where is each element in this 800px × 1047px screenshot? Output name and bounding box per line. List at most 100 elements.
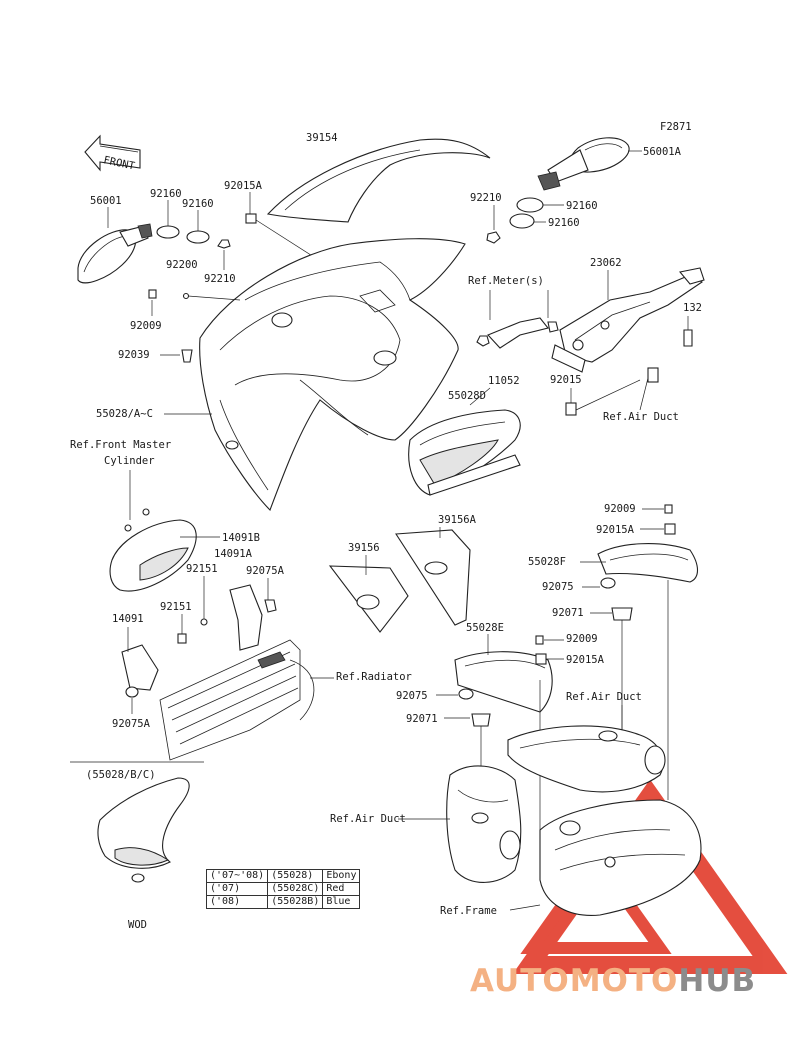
label-wod-group: (55028/B/C) [86, 769, 156, 781]
label-92071-r2: 92071 [406, 713, 438, 725]
legend-years: ('07) [205, 882, 269, 896]
label-14091A: 14091A [214, 548, 253, 560]
label-92160-r2: 92160 [548, 217, 580, 229]
label-56001A: 56001A [643, 146, 682, 158]
ref-frame: Ref.Frame [440, 905, 497, 917]
label-55028D: 55028D [448, 390, 486, 402]
legend-part: (55028) [267, 869, 324, 883]
legend-part: (55028C) [267, 882, 324, 896]
frame-outline [539, 799, 702, 916]
ref-air-duct-1: Ref.Air Duct [603, 411, 679, 423]
legend-row: ('07~'08) (55028) Ebony [205, 869, 361, 883]
label-92071-r1: 92071 [552, 607, 584, 619]
diagram-code: F2871 [660, 121, 692, 133]
watermark-logo: AUTOMOTOHUB [470, 963, 756, 999]
bolt-92039 [181, 349, 193, 363]
color-legend-table: ('07~'08) (55028) Ebony ('07) (55028C) R… [205, 869, 361, 909]
legend-color: Blue [322, 895, 361, 909]
label-92160-b: 92160 [182, 198, 214, 210]
upper-cowl-55028 [199, 238, 466, 511]
meter-nut [476, 335, 490, 347]
label-92160-a: 92160 [150, 188, 182, 200]
legend-color: Red [322, 882, 361, 896]
collar-92015A-r1 [664, 523, 676, 535]
label-39156: 39156 [348, 542, 380, 554]
inner-cover-14091 [121, 644, 159, 691]
label-56001: 56001 [90, 195, 122, 207]
bolt-92009-r2 [535, 635, 544, 645]
label-92075A-b: 92075A [112, 718, 151, 730]
bolt-92009-r1 [664, 504, 673, 514]
ref-meter: Ref.Meter(s) [468, 275, 544, 287]
nut-92075A-b [125, 686, 139, 698]
collar-92015 [565, 402, 577, 416]
label-92210-right: 92210 [470, 192, 502, 204]
label-92075-r2: 92075 [396, 690, 428, 702]
label-92210-left: 92210 [204, 273, 236, 285]
label-92015A-r1: 92015A [596, 524, 635, 536]
windscreen-39154 [266, 138, 491, 223]
legend-years: ('08) [205, 895, 269, 909]
collar-92015A-top [245, 213, 257, 224]
label-92009-r2: 92009 [566, 633, 598, 645]
nut-92075A-a [264, 599, 277, 613]
damper-92071-r1 [611, 607, 633, 621]
watermark-part1: AUTOMOTO [470, 963, 679, 999]
label-92075-r1: 92075 [542, 581, 574, 593]
label-92015: 92015 [550, 374, 582, 386]
meter-bracket-23062 [551, 267, 705, 373]
mirror-56001A [537, 137, 630, 191]
grommet-92160-b [186, 230, 210, 244]
ref-radiator: Ref.Radiator [336, 671, 412, 683]
label-14091B: 14091B [222, 532, 260, 544]
grommet-92160-r1 [516, 197, 544, 213]
legend-years: ('07~'08) [205, 869, 269, 883]
label-55028AC: 55028/A~C [96, 408, 153, 420]
duct-55028D [408, 409, 521, 496]
label-55028E: 55028E [466, 622, 504, 634]
label-92015A-r2: 92015A [566, 654, 605, 666]
cover-55028F [597, 543, 699, 583]
ref-front-master-2: Cylinder [104, 455, 155, 467]
meter-stay [487, 317, 549, 349]
legend-row: ('08) (55028B) Blue [205, 895, 361, 909]
ref-air-duct-3: Ref.Air Duct [330, 813, 406, 825]
radiator-outline [159, 639, 315, 761]
cover-55028E [454, 651, 553, 713]
label-92200: 92200 [166, 259, 198, 271]
legend-color: Ebony [322, 869, 361, 883]
legend-row: ('07) (55028C) Red [205, 882, 361, 896]
inner-cover-14091B [109, 508, 197, 592]
label-11052: 11052 [488, 375, 520, 387]
label-39156A: 39156A [438, 514, 477, 526]
bolt-132 [683, 329, 693, 347]
screw-92151-b [177, 633, 187, 644]
label-wod: WOD [128, 919, 147, 931]
cowl-wod-variant [97, 777, 190, 883]
label-92039: 92039 [118, 349, 150, 361]
label-14091: 14091 [112, 613, 144, 625]
nut-92075-r2 [458, 688, 474, 700]
panel-39156A [395, 529, 471, 626]
label-132: 132 [683, 302, 702, 314]
grommet-92160-a [156, 225, 180, 239]
ref-air-duct-2: Ref.Air Duct [566, 691, 642, 703]
air-duct-lower [446, 765, 522, 883]
label-55028F: 55028F [528, 556, 566, 568]
label-92009-r1: 92009 [604, 503, 636, 515]
nut-92210-left [217, 239, 231, 249]
label-92075A-a: 92075A [246, 565, 285, 577]
label-39154: 39154 [306, 132, 338, 144]
inner-cover-14091A [229, 584, 263, 651]
front-arrow-icon: FRONT [84, 134, 141, 173]
grommet-92160-r2 [509, 213, 535, 229]
label-92009-left: 92009 [130, 320, 162, 332]
nut-92075-r1 [600, 577, 616, 589]
label-92160-r1: 92160 [566, 200, 598, 212]
damper-92071-r2 [471, 713, 491, 727]
label-92015A-top: 92015A [224, 180, 263, 192]
air-duct-upper [507, 725, 666, 793]
label-92151-a: 92151 [186, 563, 218, 575]
label-23062: 23062 [590, 257, 622, 269]
